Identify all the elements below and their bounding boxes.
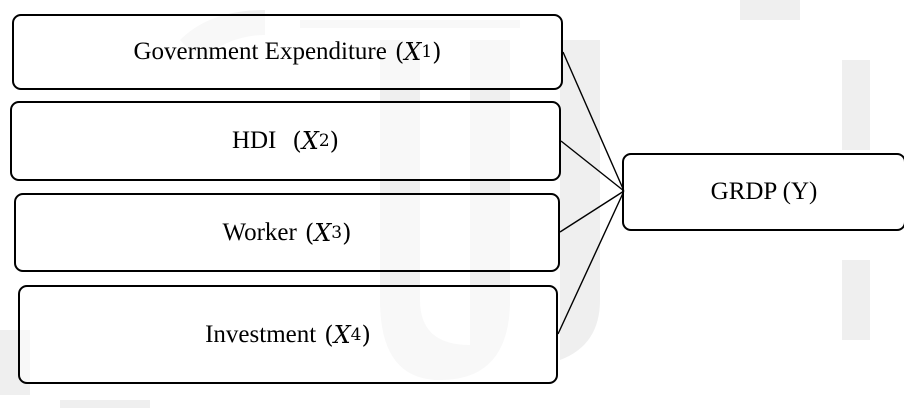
input-label: Worker xyxy=(222,218,297,246)
variable-subscript: 2 xyxy=(318,131,330,151)
input-label: Government Expenditure xyxy=(133,38,387,65)
output-label: GRDP (Y) xyxy=(710,178,818,205)
variable-symbol: X xyxy=(333,320,351,349)
variable-subscript: 3 xyxy=(331,222,343,243)
variable-subscript: 4 xyxy=(350,324,362,345)
variable-symbol: X xyxy=(301,127,319,155)
variable-symbol: X xyxy=(404,38,422,66)
output-box-grdp: GRDP (Y) xyxy=(622,153,904,231)
variable-subscript: 1 xyxy=(421,42,433,62)
input-label: HDI xyxy=(231,127,277,154)
connector-x3 xyxy=(559,190,625,233)
input-label: Investment xyxy=(205,320,317,348)
connector-x2 xyxy=(560,140,625,192)
connector-x1 xyxy=(562,51,625,192)
variable-symbol: X xyxy=(314,218,332,247)
connector-x4 xyxy=(557,190,625,335)
